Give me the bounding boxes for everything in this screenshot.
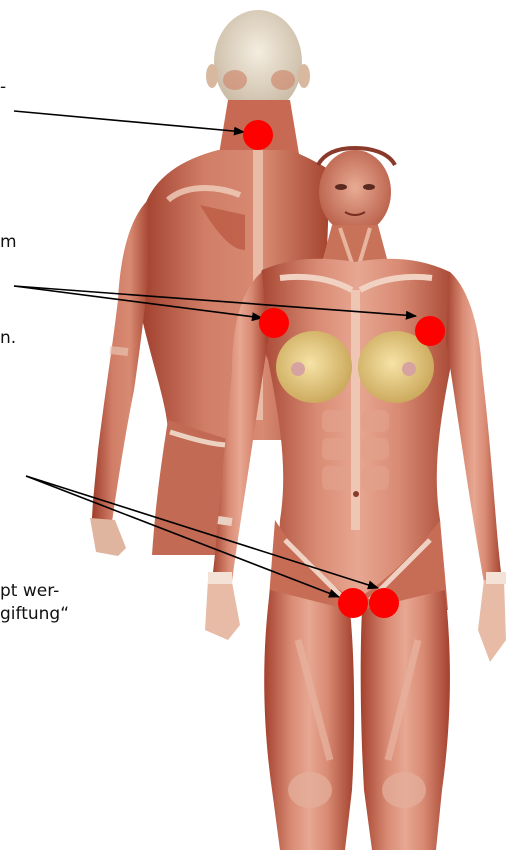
front-right-leg [361, 590, 450, 850]
arrow-neck [14, 111, 244, 132]
front-head [319, 150, 391, 234]
label-fragment-4: pt wer- [0, 580, 59, 602]
right-groin-point [369, 588, 399, 618]
neck-point [243, 120, 273, 150]
front-left-leg [264, 590, 354, 850]
left-groin-point [338, 588, 368, 618]
right-shoulder-point [415, 316, 445, 346]
label-fragment-1: - [0, 76, 6, 98]
front-right-hand [478, 580, 506, 662]
label-fragment-3: n. [0, 327, 16, 349]
front-left-hand [205, 580, 240, 640]
back-left-arm [92, 200, 150, 522]
back-head [214, 10, 302, 114]
left-breast [276, 331, 352, 403]
left-shoulder-point [259, 308, 289, 338]
label-fragment-5: giftung“ [0, 603, 69, 625]
label-fragment-2: m [0, 231, 17, 253]
front-right-arm [446, 272, 502, 582]
